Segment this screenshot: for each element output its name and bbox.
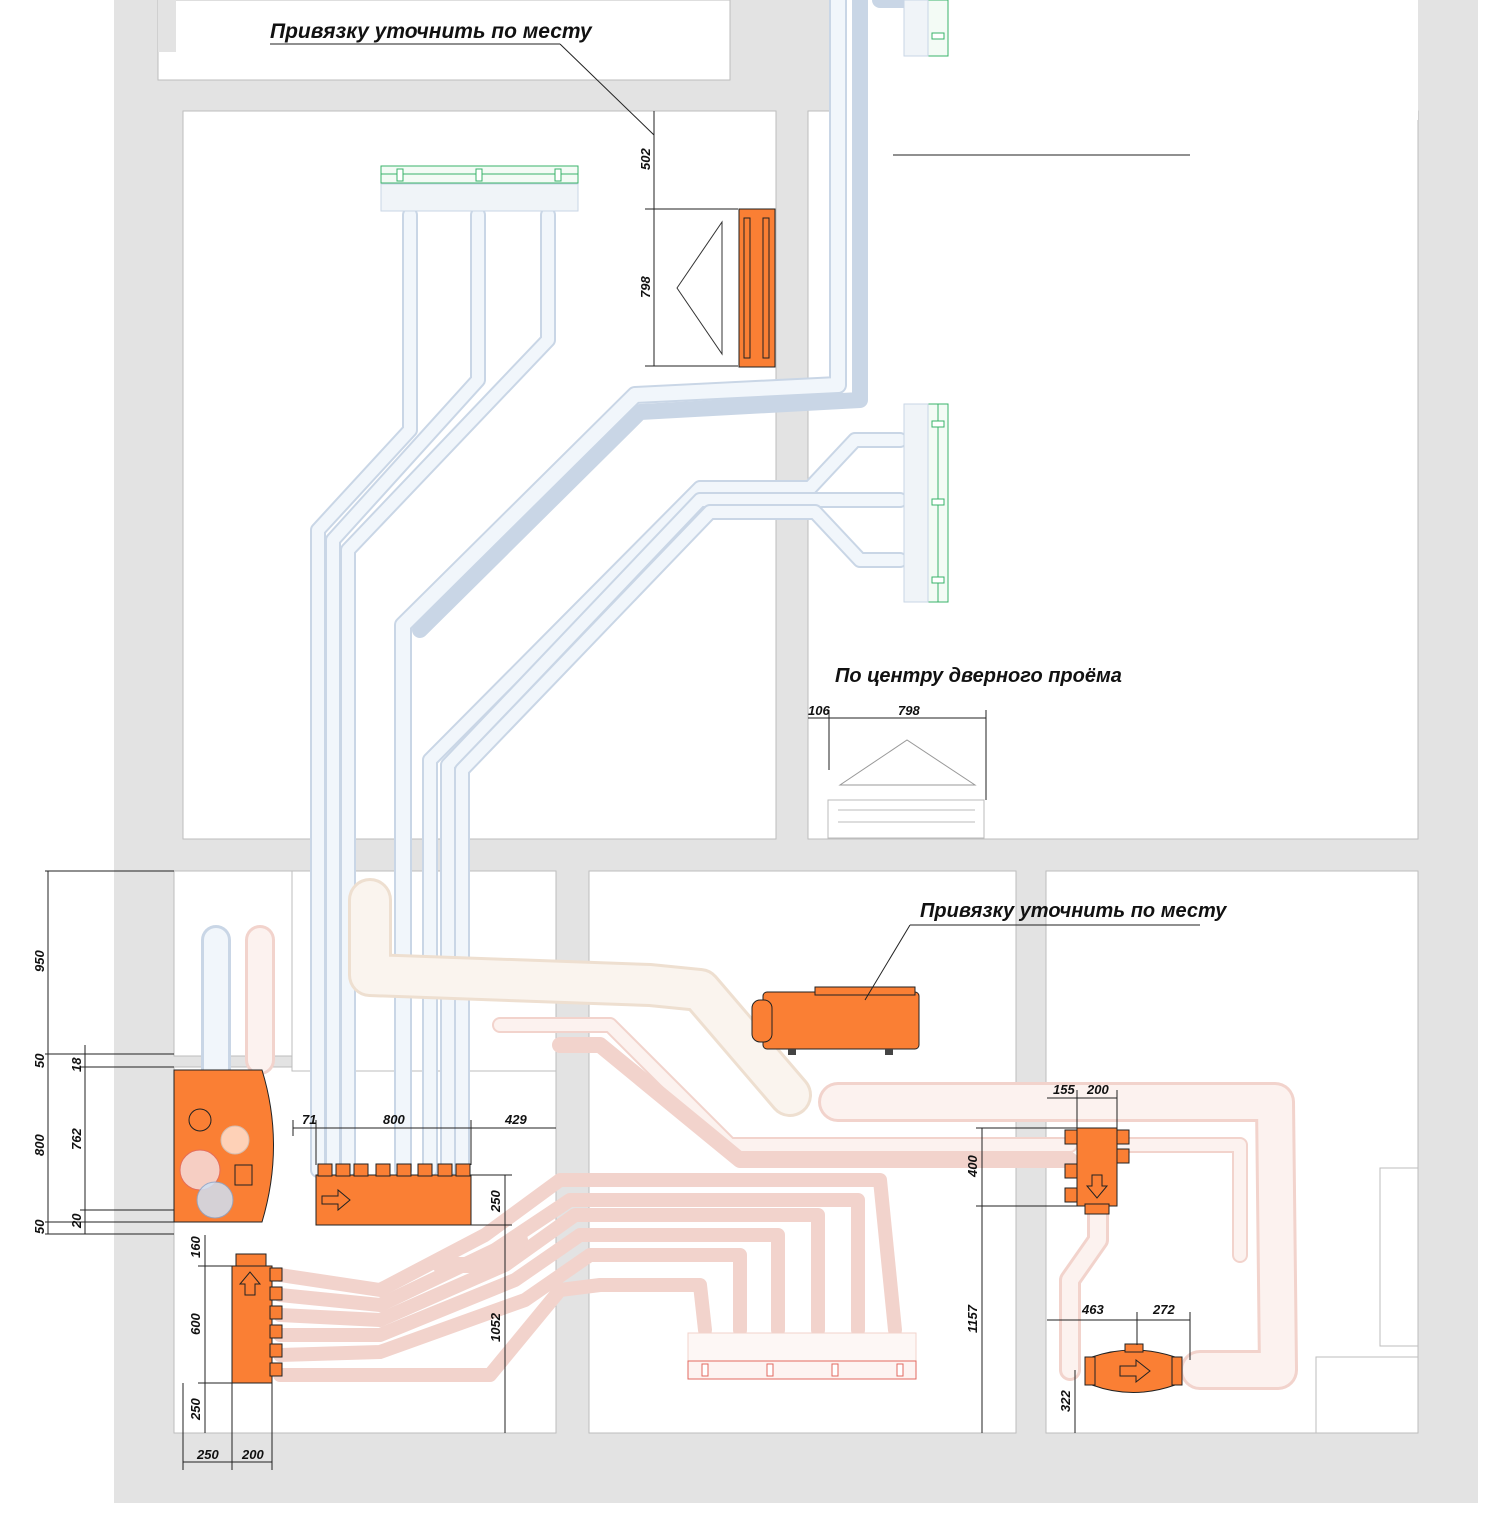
arrow-right-icon bbox=[1119, 1358, 1151, 1384]
dim-106: 106 bbox=[808, 703, 830, 718]
dim-155: 155 bbox=[1053, 1082, 1075, 1097]
dim-250-bottom: 250 bbox=[188, 1398, 203, 1421]
supply-plenum-box bbox=[315, 1163, 472, 1226]
dim-600: 600 bbox=[188, 1313, 203, 1335]
room-top-left bbox=[157, 0, 731, 81]
dim-250-right: 250 bbox=[488, 1190, 503, 1213]
dim-950: 950 bbox=[32, 950, 47, 972]
ventilation-unit bbox=[173, 1069, 274, 1223]
dim-71: 71 bbox=[302, 1112, 316, 1127]
door-grille bbox=[827, 739, 985, 839]
dim-1052: 1052 bbox=[488, 1312, 503, 1342]
dim-800-horizontal: 800 bbox=[383, 1112, 405, 1127]
dim-200-right: 200 bbox=[1086, 1082, 1109, 1097]
dim-798-vertical: 798 bbox=[638, 276, 653, 298]
wall-air-curtain bbox=[676, 208, 776, 368]
exhaust-duct-network bbox=[245, 878, 1298, 1390]
duct-fan-right bbox=[1084, 1343, 1183, 1393]
dim-800-vertical: 800 bbox=[32, 1134, 47, 1156]
dim-50-bottom: 50 bbox=[32, 1219, 47, 1234]
supply-duct-network bbox=[201, 0, 913, 1179]
dim-762: 762 bbox=[69, 1128, 84, 1150]
arrow-up-icon bbox=[238, 1271, 262, 1296]
plenum-outlets bbox=[317, 1163, 471, 1177]
dim-1157: 1157 bbox=[965, 1304, 980, 1333]
dim-20: 20 bbox=[69, 1213, 84, 1229]
dim-502: 502 bbox=[638, 148, 653, 170]
arrow-down-icon bbox=[1085, 1174, 1109, 1199]
room-upper-right bbox=[807, 110, 1419, 840]
dim-50-top: 50 bbox=[32, 1053, 47, 1068]
dim-429: 429 bbox=[504, 1112, 527, 1127]
exhaust-manifold-right bbox=[1064, 1127, 1130, 1215]
dim-250-left: 250 bbox=[196, 1447, 219, 1462]
note-middle: Привязку уточнить по месту bbox=[920, 900, 1227, 922]
note-door-center: По центру дверного проёма bbox=[835, 665, 1122, 687]
dim-160: 160 bbox=[188, 1236, 203, 1258]
dim-798-horizontal: 798 bbox=[898, 703, 920, 718]
dim-400: 400 bbox=[965, 1155, 980, 1178]
fan-unit-middle bbox=[751, 986, 920, 1055]
dimension-lines bbox=[45, 43, 1200, 1470]
dim-18: 18 bbox=[69, 1057, 84, 1072]
exhaust-grille-bottom bbox=[687, 1332, 917, 1380]
exhaust-plenum-box bbox=[231, 1253, 283, 1384]
dim-463: 463 bbox=[1081, 1302, 1104, 1317]
supply-grille-right bbox=[903, 403, 949, 603]
supply-grille-top bbox=[380, 165, 579, 212]
dim-322: 322 bbox=[1058, 1390, 1073, 1412]
supply-grille-top-right bbox=[903, 0, 949, 57]
dim-272: 272 bbox=[1152, 1302, 1175, 1317]
dim-200-left: 200 bbox=[241, 1447, 264, 1462]
arrow-right-icon bbox=[321, 1188, 351, 1212]
note-top: Привязку уточнить по месту bbox=[270, 20, 593, 43]
